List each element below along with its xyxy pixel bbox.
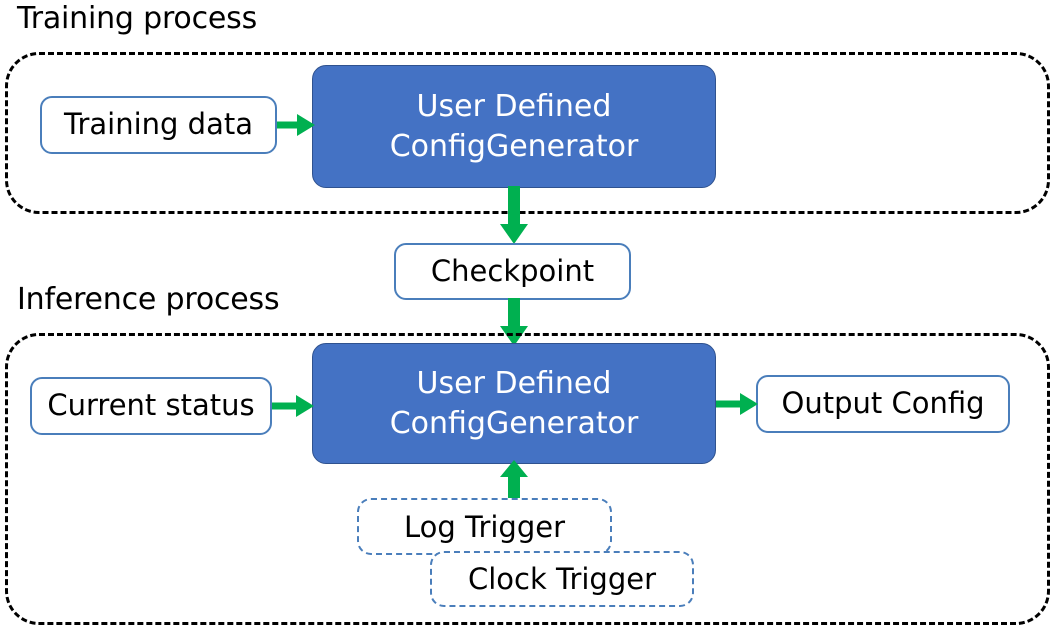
inference-generator-line2: ConfigGenerator	[389, 405, 639, 441]
log-trigger-label: Log Trigger	[403, 509, 566, 544]
training-generator-line2: ConfigGenerator	[389, 128, 639, 164]
training-generator-line1: User Defined	[416, 88, 612, 124]
output-config-label: Output Config	[781, 386, 985, 421]
checkpoint-box[interactable]: Checkpoint	[394, 243, 631, 300]
training-process-title: Training process	[17, 1, 257, 36]
training-data-label: Training data	[64, 107, 253, 142]
inference-generator-line1: User Defined	[416, 365, 612, 401]
output-config-box[interactable]: Output Config	[756, 375, 1010, 433]
training-process-container	[5, 52, 1050, 214]
training-config-generator-box[interactable]: User Defined ConfigGenerator	[312, 65, 716, 188]
checkpoint-label: Checkpoint	[430, 253, 595, 288]
inference-process-container	[5, 333, 1050, 625]
inference-config-generator-box[interactable]: User Defined ConfigGenerator	[312, 343, 716, 464]
clock-trigger-box[interactable]: Clock Trigger	[430, 551, 694, 607]
current-status-box[interactable]: Current status	[30, 377, 272, 435]
inference-process-title: Inference process	[17, 282, 280, 317]
clock-trigger-label: Clock Trigger	[467, 562, 657, 596]
log-trigger-box[interactable]: Log Trigger	[357, 498, 612, 555]
training-data-box[interactable]: Training data	[40, 96, 277, 154]
current-status-label: Current status	[47, 388, 255, 423]
